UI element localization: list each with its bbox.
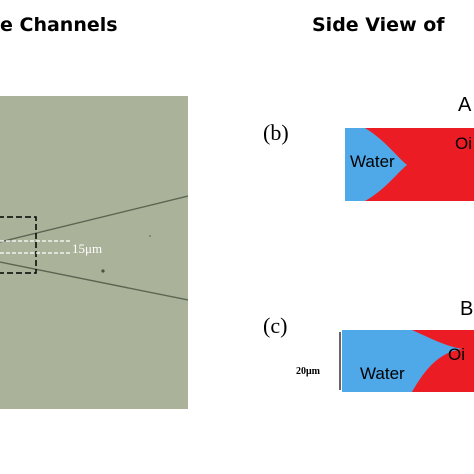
panel-c-dimension-label: 20μm [296, 366, 320, 377]
panel-b-oil-label: Oi [455, 134, 472, 153]
panel-b-diagram [345, 128, 474, 201]
scale-label: 15μm [72, 241, 103, 256]
panel-c-water-label: Water [360, 364, 405, 383]
left-header: e Channels [0, 14, 118, 36]
right-header: Side View of [312, 14, 445, 36]
oil-region [365, 128, 474, 201]
panel-b-tag: (b) [263, 120, 289, 145]
panel-c-tag: (c) [263, 313, 288, 338]
panel-b-water-label: Water [350, 152, 395, 171]
micrograph-overlay [0, 195, 188, 301]
micrograph-image: 15μm [0, 96, 188, 409]
panel-c-title: B [460, 298, 474, 320]
panel-b-title: A [458, 94, 472, 116]
channel-lower-edge [0, 261, 188, 301]
channel-upper-edge [0, 195, 188, 243]
panel-c-diagram [320, 330, 474, 392]
water-region [342, 330, 462, 392]
dashed-region-box [0, 216, 37, 274]
panel-c-oil-label: Oi [448, 345, 465, 364]
